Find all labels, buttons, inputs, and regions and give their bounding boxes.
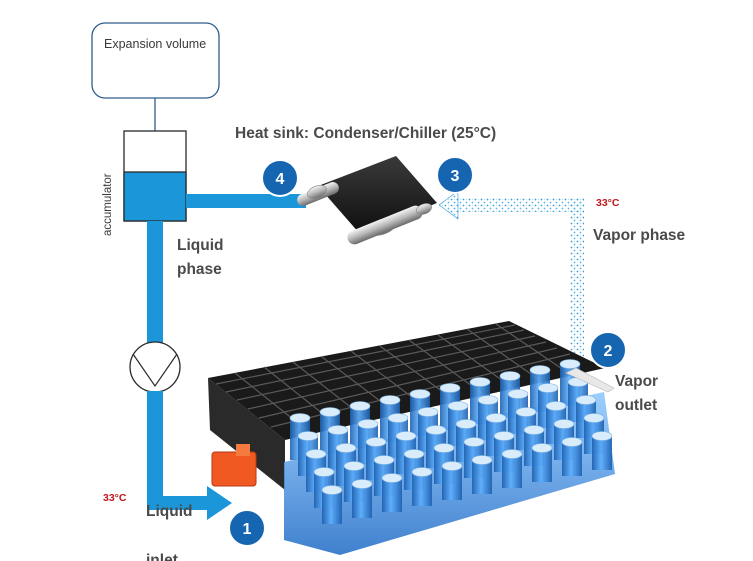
battery-cell-top [395, 431, 417, 441]
step-number-1: 1 [243, 521, 252, 538]
battery-cell-top [373, 455, 395, 465]
battery-cell [472, 460, 492, 494]
battery-cell-top [403, 449, 425, 459]
battery-cell-top [441, 461, 463, 471]
battery-cell-top [433, 443, 455, 453]
battery-cell-top [411, 467, 433, 477]
liquid-downpipe-lower [147, 391, 163, 510]
step-badge-1: 1 [228, 509, 266, 547]
expansion-volume-box [91, 22, 220, 99]
battery-cell-top [409, 389, 431, 399]
condenser-return-pipe [186, 194, 306, 208]
battery-cell-top [531, 443, 553, 453]
pump-circle [129, 341, 181, 393]
heat-sink-label: Heat sink: Condenser/Chiller (25°C) [235, 125, 496, 142]
liquid-inlet-arrow [207, 486, 232, 520]
battery-cell-top [515, 407, 537, 417]
step-badge-2: 2 [589, 331, 627, 369]
battery-cell-top [469, 377, 491, 387]
pump-symbol [132, 353, 178, 388]
battery-cell-top [455, 419, 477, 429]
battery-cell-top [501, 449, 523, 459]
battery-cell-top [365, 437, 387, 447]
battery-cell-top [499, 371, 521, 381]
accumulator-liquid-fill [123, 171, 187, 222]
battery-cell-top [289, 413, 311, 423]
accumulator-label: accumulator [102, 173, 114, 236]
orange-connector-tab [236, 444, 250, 456]
battery-cells-group [289, 359, 613, 524]
liquid-inlet-pipe [147, 496, 209, 510]
battery-cell-top [357, 419, 379, 429]
liquid-phase-label-line1: Liquid [177, 237, 224, 254]
liquid-temperature: 33°C [103, 492, 127, 504]
expansion-volume-label: Expansion volume [104, 37, 206, 51]
battery-cold-plate [208, 321, 605, 490]
battery-cell-top [553, 419, 575, 429]
liquid-inlet-label-line2: inlet [146, 552, 178, 561]
battery-cell-top [561, 437, 583, 447]
battery-cell [562, 442, 582, 476]
battery-cell-top [439, 383, 461, 393]
battery-cell-top [463, 437, 485, 447]
battery-cell-top [313, 467, 335, 477]
battery-cell [592, 436, 612, 470]
battery-cell-top [507, 389, 529, 399]
vapor-temperature: 33°C [596, 197, 620, 209]
liquid-phase-label-line2: phase [177, 261, 222, 278]
battery-cell-top [417, 407, 439, 417]
battery-cell-top [327, 425, 349, 435]
vapor-outlet-label-line1: Vapor [615, 373, 658, 390]
battery-cell-top [343, 461, 365, 471]
battery-cell [442, 466, 462, 500]
step-number-2: 2 [604, 343, 613, 360]
battery-cell-top [447, 401, 469, 411]
battery-cell-top [351, 479, 373, 489]
step-badge-3: 3 [436, 156, 474, 194]
battery-cell-top [493, 431, 515, 441]
battery-cell [382, 478, 402, 512]
battery-cell-top [297, 431, 319, 441]
vapor-phase-label: Vapor phase [593, 227, 686, 244]
battery-cell-top [349, 401, 371, 411]
vapor-top-pipe [455, 198, 584, 212]
battery-cell-top [387, 413, 409, 423]
orange-connector [211, 451, 257, 487]
battery-cell [352, 484, 372, 518]
battery-cell [502, 454, 522, 488]
battery-cell-top [545, 401, 567, 411]
battery-cell-top [321, 485, 343, 495]
liquid-downpipe-upper [147, 221, 163, 345]
step-badge-4: 4 [261, 159, 299, 197]
battery-cell-top [485, 413, 507, 423]
liquid-inlet-label-line1: Liquid [146, 503, 193, 520]
vapor-riser-pipe [570, 199, 584, 362]
battery-cell-top [335, 443, 357, 453]
vapor-arrow-head [438, 190, 459, 220]
battery-cell [322, 490, 342, 524]
battery-cell-top [319, 407, 341, 417]
battery-cell [532, 448, 552, 482]
battery-cell [412, 472, 432, 506]
battery-cell-top [559, 359, 581, 369]
battery-cell-top [583, 413, 605, 423]
step-number-4: 4 [276, 171, 285, 188]
step-number-3: 3 [451, 168, 460, 185]
battery-cell-top [305, 449, 327, 459]
battery-cell-top [575, 395, 597, 405]
vapor-outlet-pointer [565, 367, 615, 393]
vapor-outlet-label-line2: outlet [615, 397, 657, 414]
battery-cell-top [591, 431, 613, 441]
battery-cell-top [425, 425, 447, 435]
condenser-chiller [297, 156, 437, 245]
battery-cell-top [471, 455, 493, 465]
battery-cell-top [529, 365, 551, 375]
battery-cell-top [477, 395, 499, 405]
battery-cell-top [537, 383, 559, 393]
battery-cell-top [381, 473, 403, 483]
battery-cell-top [379, 395, 401, 405]
battery-cell-top [523, 425, 545, 435]
